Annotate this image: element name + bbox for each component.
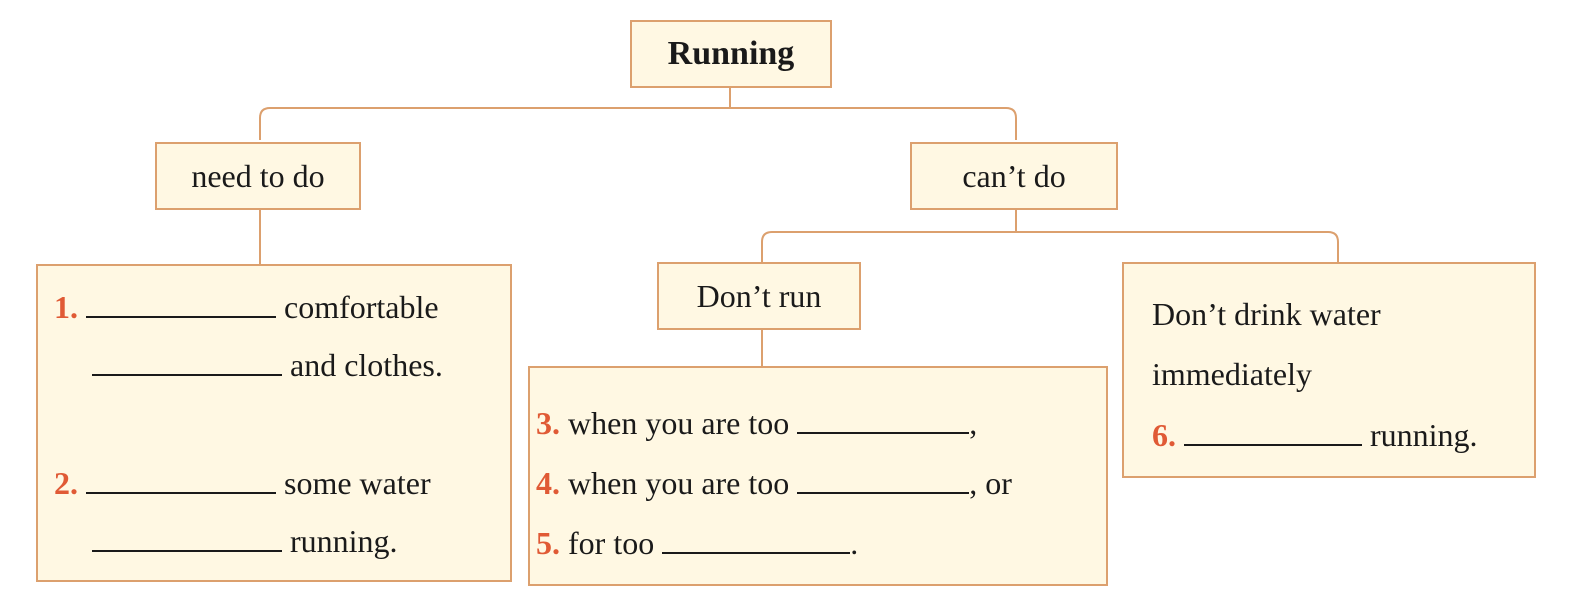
item-5-line: 5. for too . xyxy=(536,522,858,563)
item-1-blank-1[interactable] xyxy=(86,286,276,318)
item-2-text-1: some water xyxy=(284,465,431,501)
item-2-number: 2. xyxy=(54,465,78,501)
item-5-punct: . xyxy=(850,525,859,561)
item-5-number: 5. xyxy=(536,525,560,561)
item-2-line-2: running. xyxy=(92,520,398,561)
item-6-line: 6. running. xyxy=(1152,414,1478,455)
need-to-do-label: need to do xyxy=(191,157,325,194)
dont-run-label: Don’t run xyxy=(696,277,822,314)
cant-to-children-connector xyxy=(761,210,1339,262)
item-1-text-1: comfortable xyxy=(284,289,439,325)
dont-drink-text-1: Don’t drink water xyxy=(1152,296,1381,332)
item-4-line: 4. when you are too , or xyxy=(536,462,1012,503)
item-6-number: 6. xyxy=(1152,417,1176,453)
root-label: Running xyxy=(667,35,795,72)
dont-drink-line-2: immediately xyxy=(1152,354,1312,394)
item-1-line-2: and clothes. xyxy=(92,344,443,385)
item-6-blank[interactable] xyxy=(1184,414,1362,446)
dont-drink-line-1: Don’t drink water xyxy=(1152,294,1381,334)
item-3-blank[interactable] xyxy=(797,402,970,434)
dont-drink-box: Don’t drink water immediately 6. running… xyxy=(1122,262,1536,478)
item-1-text-2: and clothes. xyxy=(290,347,443,383)
dont-drink-text-2: immediately xyxy=(1152,356,1312,392)
root-to-branches-connector xyxy=(259,88,1017,140)
item-1-number: 1. xyxy=(54,289,78,325)
root-node: Running xyxy=(630,20,832,88)
item-5-blank[interactable] xyxy=(662,522,851,554)
item-4-number: 4. xyxy=(536,465,560,501)
item-3-number: 3. xyxy=(536,405,560,441)
dont-run-node: Don’t run xyxy=(657,262,861,330)
item-5-text: for too xyxy=(568,525,655,561)
item-3-text: when you are too xyxy=(568,405,790,441)
item-4-punct: , or xyxy=(969,465,1012,501)
item-6-text: running. xyxy=(1370,417,1478,453)
item-2-blank-1[interactable] xyxy=(86,462,276,494)
item-1-line-1: 1. comfortable xyxy=(54,286,439,327)
item-2-text-2: running. xyxy=(290,523,398,559)
item-2-line-1: 2. some water xyxy=(54,462,431,503)
cant-do-node: can’t do xyxy=(910,142,1118,210)
need-to-do-node: need to do xyxy=(155,142,361,210)
cant-do-label: can’t do xyxy=(962,157,1066,194)
item-3-line: 3. when you are too , xyxy=(536,402,977,443)
dont-run-items-box: 3. when you are too , 4. when you are to… xyxy=(528,366,1108,586)
item-3-punct: , xyxy=(969,405,978,441)
need-to-do-items-box: 1. comfortable and clothes. 2. some wate… xyxy=(36,264,512,582)
item-2-blank-2[interactable] xyxy=(92,520,282,552)
item-4-blank[interactable] xyxy=(797,462,970,494)
item-1-blank-2[interactable] xyxy=(92,344,282,376)
item-4-text: when you are too xyxy=(568,465,790,501)
